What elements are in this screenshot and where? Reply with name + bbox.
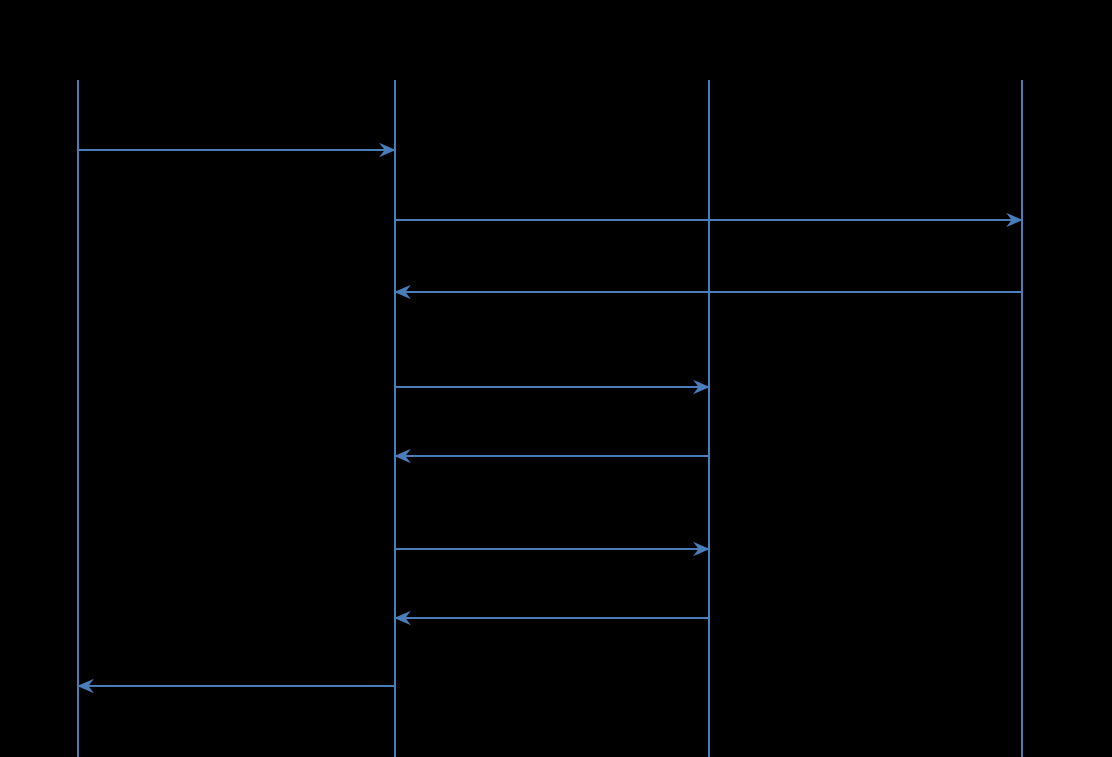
messages-group	[78, 150, 1022, 686]
lifelines-group	[76, 80, 1024, 757]
